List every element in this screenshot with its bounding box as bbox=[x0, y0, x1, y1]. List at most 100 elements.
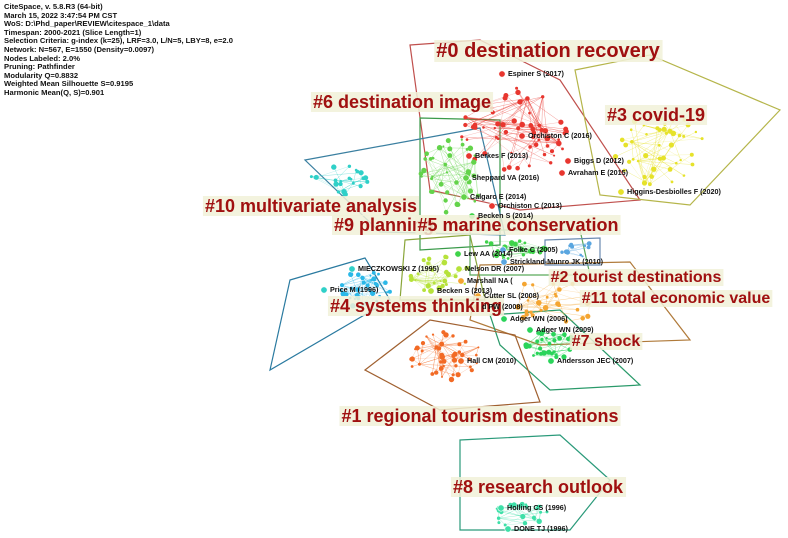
node bbox=[517, 99, 523, 105]
node bbox=[583, 244, 587, 247]
edge bbox=[498, 517, 540, 522]
edge bbox=[420, 161, 474, 175]
edge bbox=[511, 152, 551, 163]
edge bbox=[441, 365, 456, 369]
node bbox=[383, 280, 388, 286]
edge bbox=[645, 131, 671, 156]
node bbox=[689, 152, 694, 157]
node bbox=[525, 96, 530, 101]
edge bbox=[527, 98, 540, 126]
node bbox=[527, 296, 530, 299]
edge bbox=[509, 98, 528, 168]
node bbox=[460, 352, 465, 358]
cluster-label-bg bbox=[415, 215, 621, 235]
node bbox=[675, 161, 678, 165]
node bbox=[537, 250, 543, 255]
edge bbox=[494, 252, 531, 255]
node bbox=[565, 250, 570, 255]
node bbox=[515, 165, 520, 171]
node-label: Avraham E (2015) bbox=[568, 168, 629, 177]
node bbox=[422, 288, 426, 292]
node bbox=[622, 168, 626, 172]
edge bbox=[371, 279, 391, 292]
edge bbox=[357, 279, 372, 296]
node bbox=[445, 190, 450, 195]
edge bbox=[541, 310, 567, 322]
node bbox=[513, 241, 518, 247]
labeled-node bbox=[500, 315, 508, 323]
node bbox=[473, 200, 477, 203]
edge bbox=[511, 245, 524, 255]
node bbox=[443, 332, 449, 338]
cluster-label-bg bbox=[569, 333, 643, 350]
node bbox=[545, 144, 550, 148]
node bbox=[484, 240, 489, 244]
edge bbox=[419, 353, 455, 365]
edge bbox=[341, 284, 358, 290]
labeled-node bbox=[526, 326, 534, 334]
cluster-hull-c3 bbox=[574, 54, 782, 206]
edge bbox=[411, 263, 429, 280]
edge bbox=[341, 274, 359, 286]
node bbox=[520, 314, 526, 321]
node bbox=[509, 505, 513, 509]
edge bbox=[501, 511, 523, 517]
node bbox=[438, 181, 444, 187]
edge bbox=[502, 98, 528, 125]
node-label: Berkes F (2013) bbox=[475, 151, 529, 160]
node bbox=[497, 521, 501, 525]
node bbox=[524, 309, 529, 314]
node bbox=[454, 180, 459, 185]
node bbox=[503, 129, 509, 135]
edge bbox=[517, 129, 542, 169]
node bbox=[409, 357, 414, 361]
cluster-label-c1: #1 regional tourism destinations bbox=[339, 406, 621, 426]
node bbox=[442, 278, 448, 284]
cluster-label-bg bbox=[450, 477, 627, 497]
edge bbox=[494, 125, 531, 129]
node bbox=[454, 201, 460, 207]
node bbox=[516, 126, 521, 131]
node bbox=[538, 346, 543, 351]
node bbox=[623, 142, 629, 148]
node bbox=[356, 272, 361, 278]
node bbox=[439, 280, 442, 283]
edge bbox=[659, 145, 693, 165]
edge bbox=[335, 166, 350, 181]
node bbox=[694, 130, 698, 134]
labeled-node bbox=[518, 132, 526, 140]
node bbox=[580, 316, 585, 321]
cluster-label-c10: #10 multivariate analysis bbox=[202, 196, 420, 216]
edge bbox=[653, 145, 660, 170]
node-label: Orchiston C (2013) bbox=[498, 201, 563, 210]
node bbox=[519, 246, 525, 253]
node bbox=[465, 138, 469, 141]
node bbox=[558, 119, 564, 125]
node bbox=[432, 281, 436, 285]
node bbox=[420, 349, 424, 353]
node bbox=[535, 339, 540, 344]
node bbox=[331, 164, 337, 170]
info-line: Selection Criteria: g-index (k=25), LRF=… bbox=[4, 36, 233, 46]
node bbox=[542, 305, 549, 311]
edge bbox=[411, 258, 430, 280]
node bbox=[561, 147, 564, 151]
node bbox=[494, 135, 498, 139]
node bbox=[506, 165, 512, 170]
node bbox=[519, 121, 525, 128]
node bbox=[347, 164, 352, 168]
node bbox=[488, 241, 494, 247]
node bbox=[482, 151, 488, 156]
node-label: Hall CM (2010) bbox=[467, 356, 517, 365]
node bbox=[515, 89, 521, 96]
edge bbox=[533, 355, 557, 358]
node bbox=[523, 343, 530, 349]
edge bbox=[443, 146, 468, 198]
node-label: Price M (1996) bbox=[330, 285, 379, 294]
edge bbox=[566, 247, 589, 253]
edge bbox=[358, 279, 372, 299]
node bbox=[445, 271, 451, 277]
node bbox=[347, 176, 351, 180]
node bbox=[471, 173, 477, 179]
